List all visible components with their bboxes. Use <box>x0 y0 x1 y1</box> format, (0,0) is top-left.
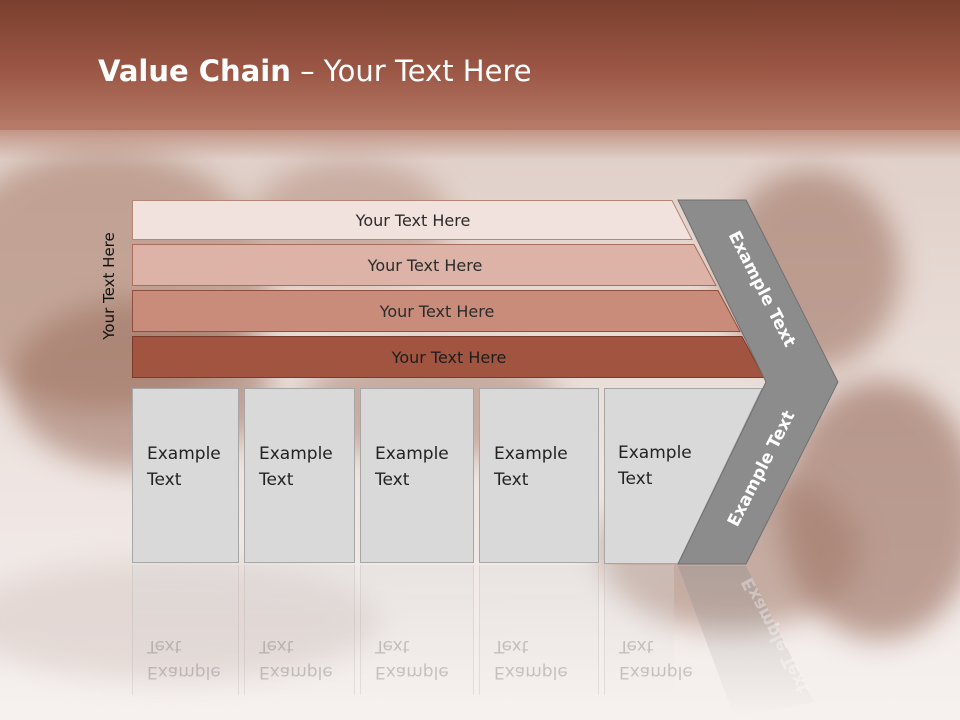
support-bar-2[interactable]: Your Text Here <box>132 244 718 286</box>
box-line1: Example <box>259 444 333 464</box>
header-band <box>0 0 960 130</box>
box-line1: Example <box>494 444 568 464</box>
title-rest: – Your Text Here <box>290 54 532 88</box>
chevron-reflection <box>678 566 814 716</box>
margin-chevron[interactable] <box>674 198 844 568</box>
support-bar-4[interactable]: Your Text Here <box>132 336 766 378</box>
box-line2: Text <box>375 470 410 490</box>
background-blob <box>0 560 380 680</box>
title-bold: Value Chain <box>98 54 291 88</box>
support-bar-1[interactable]: Your Text Here <box>132 200 694 240</box>
bar-label: Your Text Here <box>367 255 483 275</box>
box-line1: Example <box>147 444 221 464</box>
box-line2: Text <box>259 470 294 490</box>
box-line2: Text <box>494 470 529 490</box>
bar-shape <box>132 244 717 286</box>
bar-label: Your Text Here <box>355 210 471 230</box>
slide-title: Value Chain – Your Text Here <box>98 54 532 88</box>
box-line2: Text <box>618 469 653 489</box>
support-bar-3[interactable]: Your Text Here <box>132 290 742 332</box>
side-label: Your Text Here <box>100 232 118 340</box>
box-line2: Text <box>147 470 182 490</box>
box-line1: Example <box>375 444 449 464</box>
box-line1: Example <box>618 443 692 463</box>
bar-label: Your Text Here <box>391 347 507 367</box>
header-fade <box>0 120 960 160</box>
bar-shape <box>132 290 741 332</box>
bar-shape <box>132 200 693 240</box>
bar-label: Your Text Here <box>379 301 495 321</box>
